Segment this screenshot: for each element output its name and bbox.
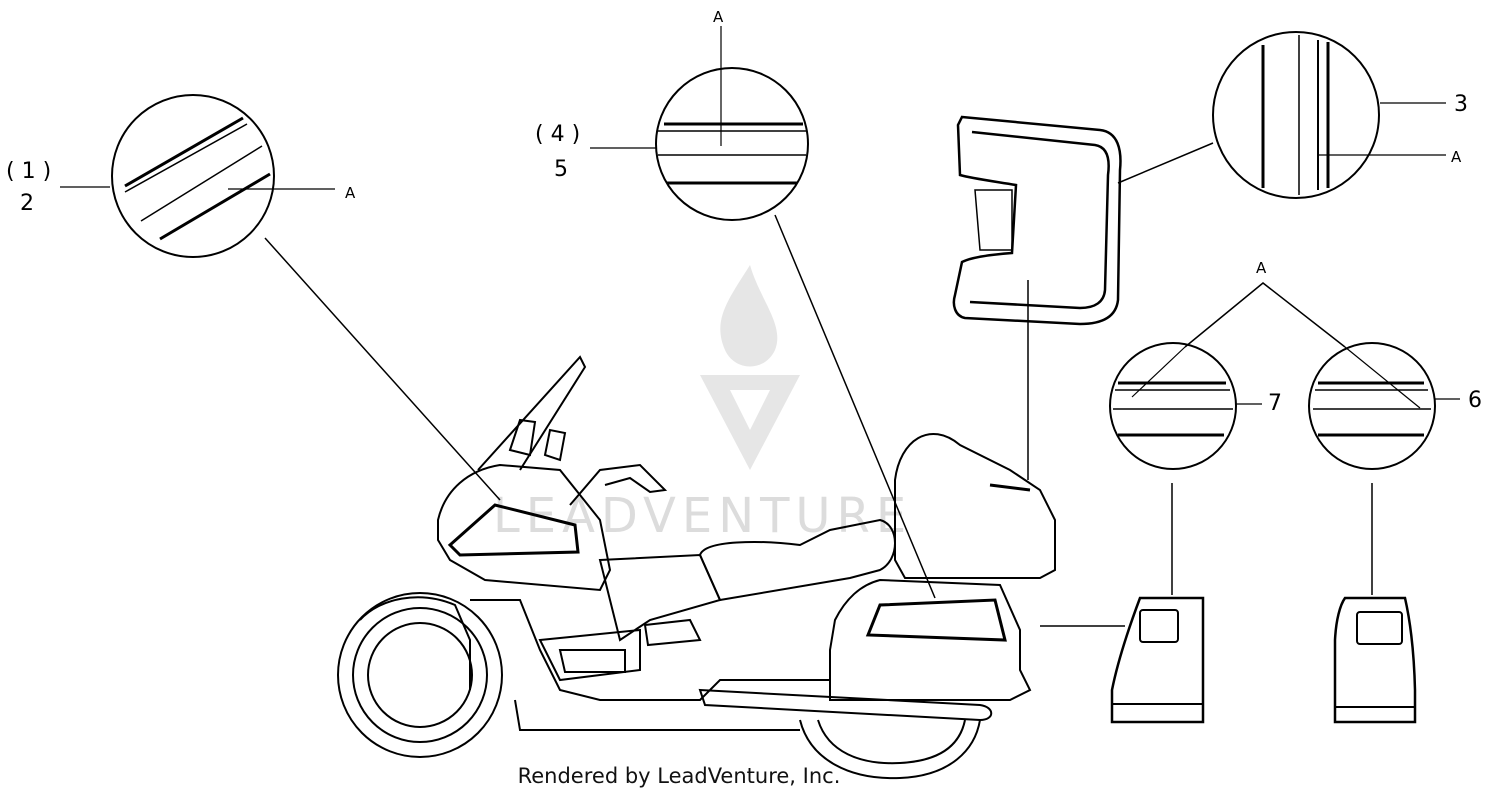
watermark-flame-icon [720, 265, 778, 367]
callout-5-label: 5 [554, 157, 568, 182]
trunk-lid [952, 115, 1122, 480]
detail-circle-left-bag [1109, 342, 1262, 595]
watermark-v-icon [700, 375, 800, 470]
callout-3-label: 3 [1454, 92, 1468, 117]
callout-1-label: ( 1 ) [6, 159, 51, 184]
callout-6-label: 6 [1468, 388, 1482, 413]
credit-line: Rendered by LeadVenture, Inc. [0, 764, 1500, 788]
callout-2-label: 2 [20, 191, 34, 216]
credit-text: Rendered by LeadVenture, Inc. [517, 764, 841, 788]
stripe-a-label-4: A [1256, 259, 1267, 277]
right-saddlebag-panel [1333, 596, 1417, 724]
watermark-text: LEADVENTURE [493, 488, 912, 544]
detail-circle-trunk [1117, 31, 1446, 199]
watermark: LEADVENTURE [493, 265, 912, 544]
left-saddlebag-panel [1040, 596, 1205, 724]
callout-7-label: 7 [1268, 391, 1282, 416]
stripe-a-label-1: A [345, 184, 356, 202]
detail-circle-right-bag [1308, 342, 1460, 595]
stripe-a-label-3: A [1451, 148, 1462, 166]
stripe-a-label-2: A [713, 8, 724, 26]
callout-4-label: ( 4 ) [535, 122, 580, 147]
detail-circle-fairing [60, 94, 501, 501]
motorcycle-outline [337, 355, 1056, 780]
labels: ( 1 ) 2 A A ( 4 ) 5 3 A A 7 6 [6, 8, 1482, 416]
detail-circle-saddlebag [590, 26, 936, 599]
branch-a [1184, 282, 1346, 348]
